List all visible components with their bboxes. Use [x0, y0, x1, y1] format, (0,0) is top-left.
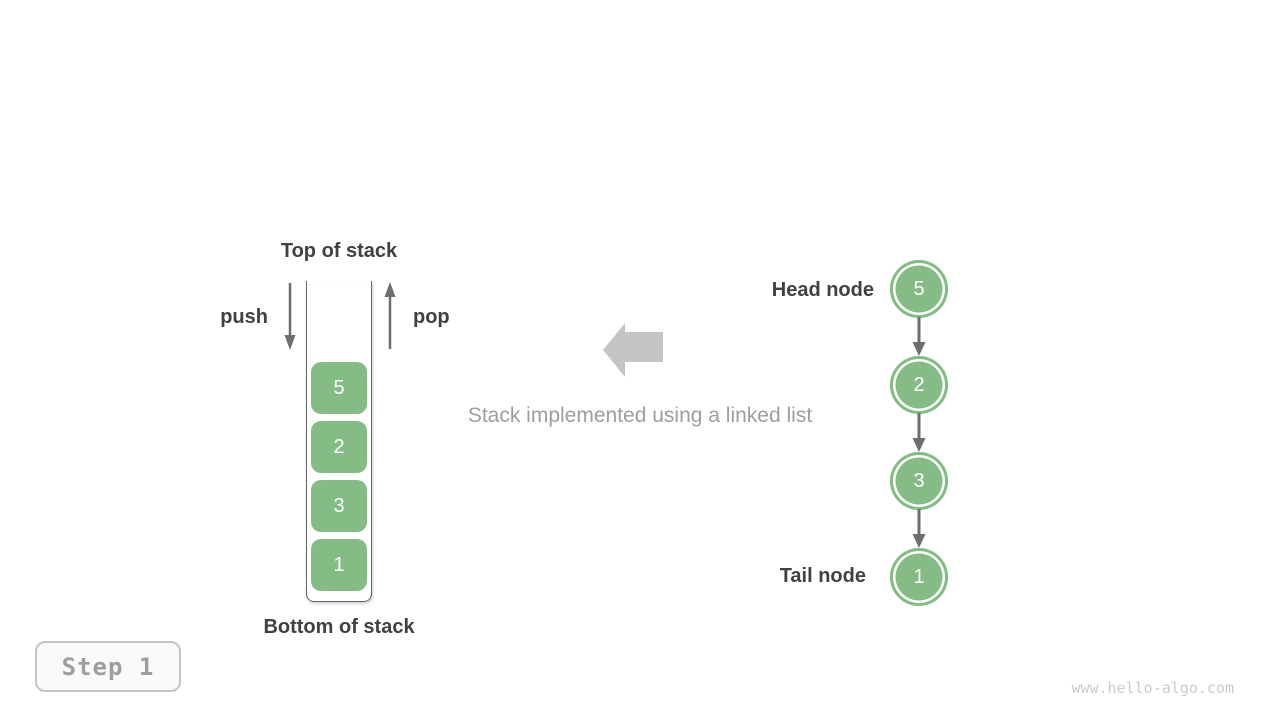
stack-item: 5: [311, 362, 367, 414]
node-link-arrow-icon: [912, 413, 926, 452]
linked-list-node: 2: [890, 356, 948, 414]
stack-item: 2: [311, 421, 367, 473]
watermark-text: www.hello-algo.com: [1071, 679, 1234, 697]
top-of-stack-label: Top of stack: [280, 240, 398, 262]
step-badge: Step 1: [35, 641, 181, 692]
stack-item: 3: [311, 480, 367, 532]
node-link-arrow-icon: [912, 509, 926, 548]
pop-label: pop: [413, 306, 450, 328]
left-block-arrow-icon: [603, 323, 663, 377]
pop-up-arrow-icon: [384, 282, 396, 349]
head-node-label: Head node: [771, 279, 874, 301]
stack-item: 1: [311, 539, 367, 591]
diagram-caption: Stack implemented using a linked list: [467, 404, 813, 427]
node-link-arrow-icon: [912, 317, 926, 356]
bottom-of-stack-label: Bottom of stack: [263, 616, 415, 638]
tail-node-label: Tail node: [779, 565, 866, 587]
push-down-arrow-icon: [284, 283, 296, 350]
linked-list-node: 3: [890, 452, 948, 510]
linked-list-node: 1: [890, 548, 948, 606]
linked-list-node: 5: [890, 260, 948, 318]
push-label: push: [220, 306, 268, 328]
